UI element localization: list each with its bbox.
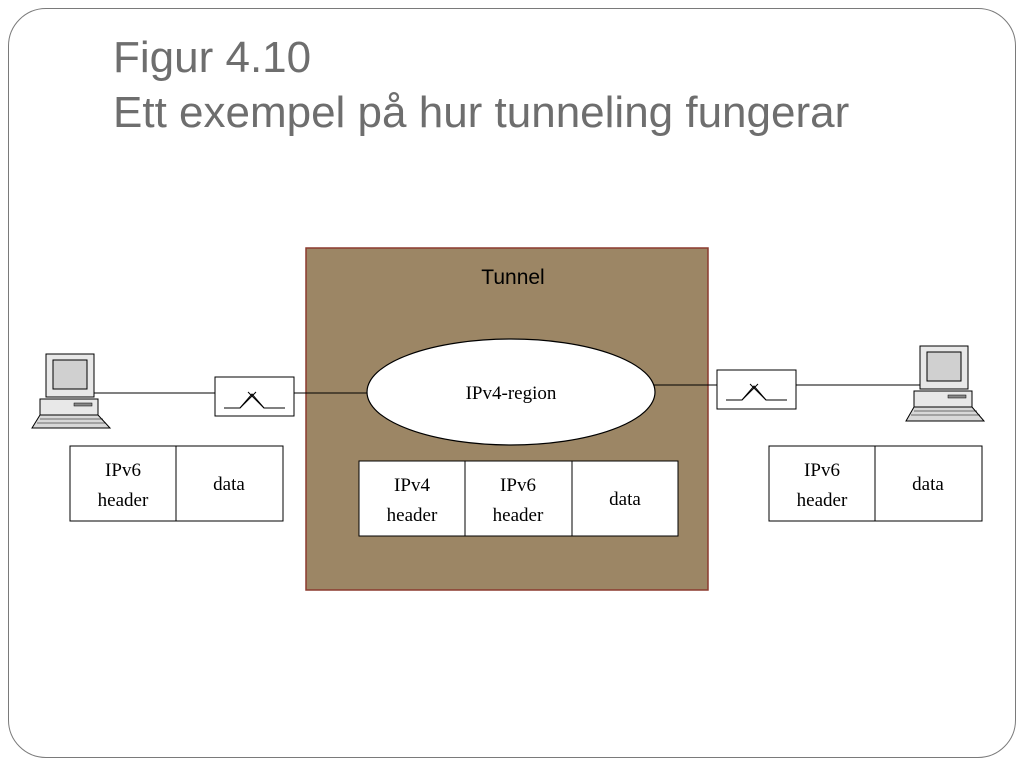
left-header-line-2: header: [98, 490, 149, 511]
router-icon: [214, 376, 295, 417]
tunnel-outer-header-line-2: header: [387, 505, 438, 526]
left-packet: IPv6 header data: [69, 445, 284, 522]
tunnel-inner-header-line-2: header: [493, 505, 544, 526]
title-line-2: Ett exempel på hur tunneling fungerar: [113, 88, 850, 137]
title-line-1: Figur 4.10: [113, 33, 312, 82]
left-data-label: data: [213, 474, 245, 495]
right-packet: IPv6 header data: [768, 445, 983, 522]
router-icon: [716, 369, 797, 410]
ipv4-region: [366, 338, 656, 446]
ipv4-region-label: IPv4-region: [466, 383, 557, 404]
tunnel-data-label: data: [609, 489, 641, 510]
left-header-line-1: IPv6: [105, 460, 141, 481]
right-header-line-2: header: [797, 490, 848, 511]
tunnel-packet: IPv4 header IPv6 header data: [358, 460, 679, 537]
tunnel-outer-header-line-1: IPv4: [394, 475, 430, 496]
right-data-label: data: [912, 474, 944, 495]
right-header-line-1: IPv6: [804, 460, 840, 481]
computer-icon: [905, 345, 986, 422]
tunnel-label: Tunnel: [481, 266, 544, 289]
slide-title: Figur 4.10 Ett exempel på hur tunneling …: [113, 30, 849, 140]
computer-icon: [31, 353, 112, 429]
tunnel-inner-header-line-1: IPv6: [500, 475, 536, 496]
